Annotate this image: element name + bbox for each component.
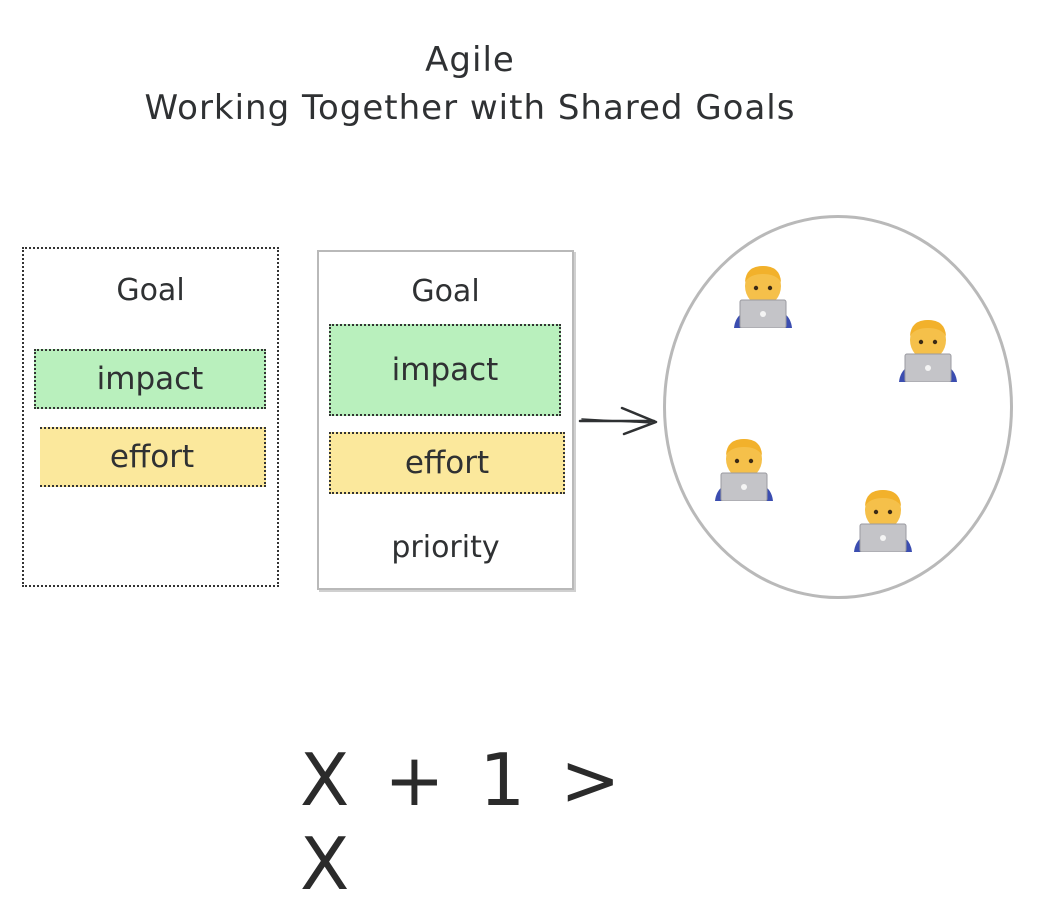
diagram-title: Agile [425,40,515,80]
team-circle [663,215,1013,599]
left-goal-card: Goal impact effort [22,247,279,587]
equation: X + 1 > X [300,738,627,906]
technologist-with-laptop-icon [734,266,792,328]
left-effort-box: effort [40,427,266,487]
technologist-with-laptop-icon [715,439,773,501]
technologist-with-laptop-icon [854,490,912,552]
right-effort-box: effort [329,432,565,494]
left-impact-box: impact [34,349,266,409]
technologist-with-laptop-icon [899,320,957,382]
right-goal-label: Goal [411,274,480,309]
right-impact-box: impact [329,324,561,416]
right-goal-card: Goal impact effort priority [317,250,574,590]
arrow-right-icon [578,406,658,436]
right-priority-label: priority [391,530,500,565]
left-goal-label: Goal [116,273,185,308]
diagram-subtitle: Working Together with Shared Goals [144,88,796,128]
